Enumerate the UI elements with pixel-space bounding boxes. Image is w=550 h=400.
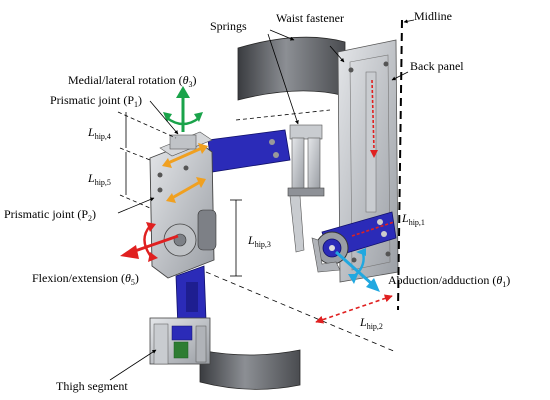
label-lhip4: Lhip,4 [87, 125, 111, 141]
label-abduction: Abduction/adduction (θ1) [388, 273, 510, 289]
prismatic-arrows [162, 143, 208, 203]
label-midline: Midline [414, 9, 452, 23]
medial-lateral-arrow [163, 86, 203, 132]
waist-arm [207, 129, 291, 173]
label-back-panel: Back panel [410, 59, 464, 73]
label-medial-lateral: Medial/lateral rotation (θ3) [68, 73, 197, 89]
label-prismatic-2: Prismatic joint (P2) [4, 207, 96, 223]
lhip1-dimension [351, 221, 395, 237]
label-lhip5: Lhip,5 [87, 171, 111, 187]
midline-line [397, 19, 403, 311]
label-springs: Springs [210, 19, 247, 33]
springs-assembly [287, 124, 325, 253]
waist-belt [237, 36, 346, 101]
lhip2-dimension [315, 294, 393, 324]
label-lhip2: Lhip,2 [359, 315, 383, 331]
thigh-segment [149, 317, 211, 365]
label-prismatic-1: Prismatic joint (P1) [50, 93, 142, 109]
leader-lines [109, 19, 415, 381]
dimension-lines [117, 109, 397, 353]
label-waist-fastener: Waist fastener [276, 11, 344, 25]
flexion-arrow [120, 222, 179, 262]
label-flexion: Flexion/extension (θ5) [32, 271, 139, 287]
label-thigh-segment: Thigh segment [56, 379, 128, 393]
abduction-arm [311, 211, 397, 273]
thigh-belt [199, 349, 301, 390]
hip-joint-assembly [149, 131, 217, 331]
label-lhip1: Lhip,1 [401, 211, 425, 227]
abduction-arrow [335, 248, 380, 292]
label-lhip3: Lhip,3 [247, 233, 271, 249]
